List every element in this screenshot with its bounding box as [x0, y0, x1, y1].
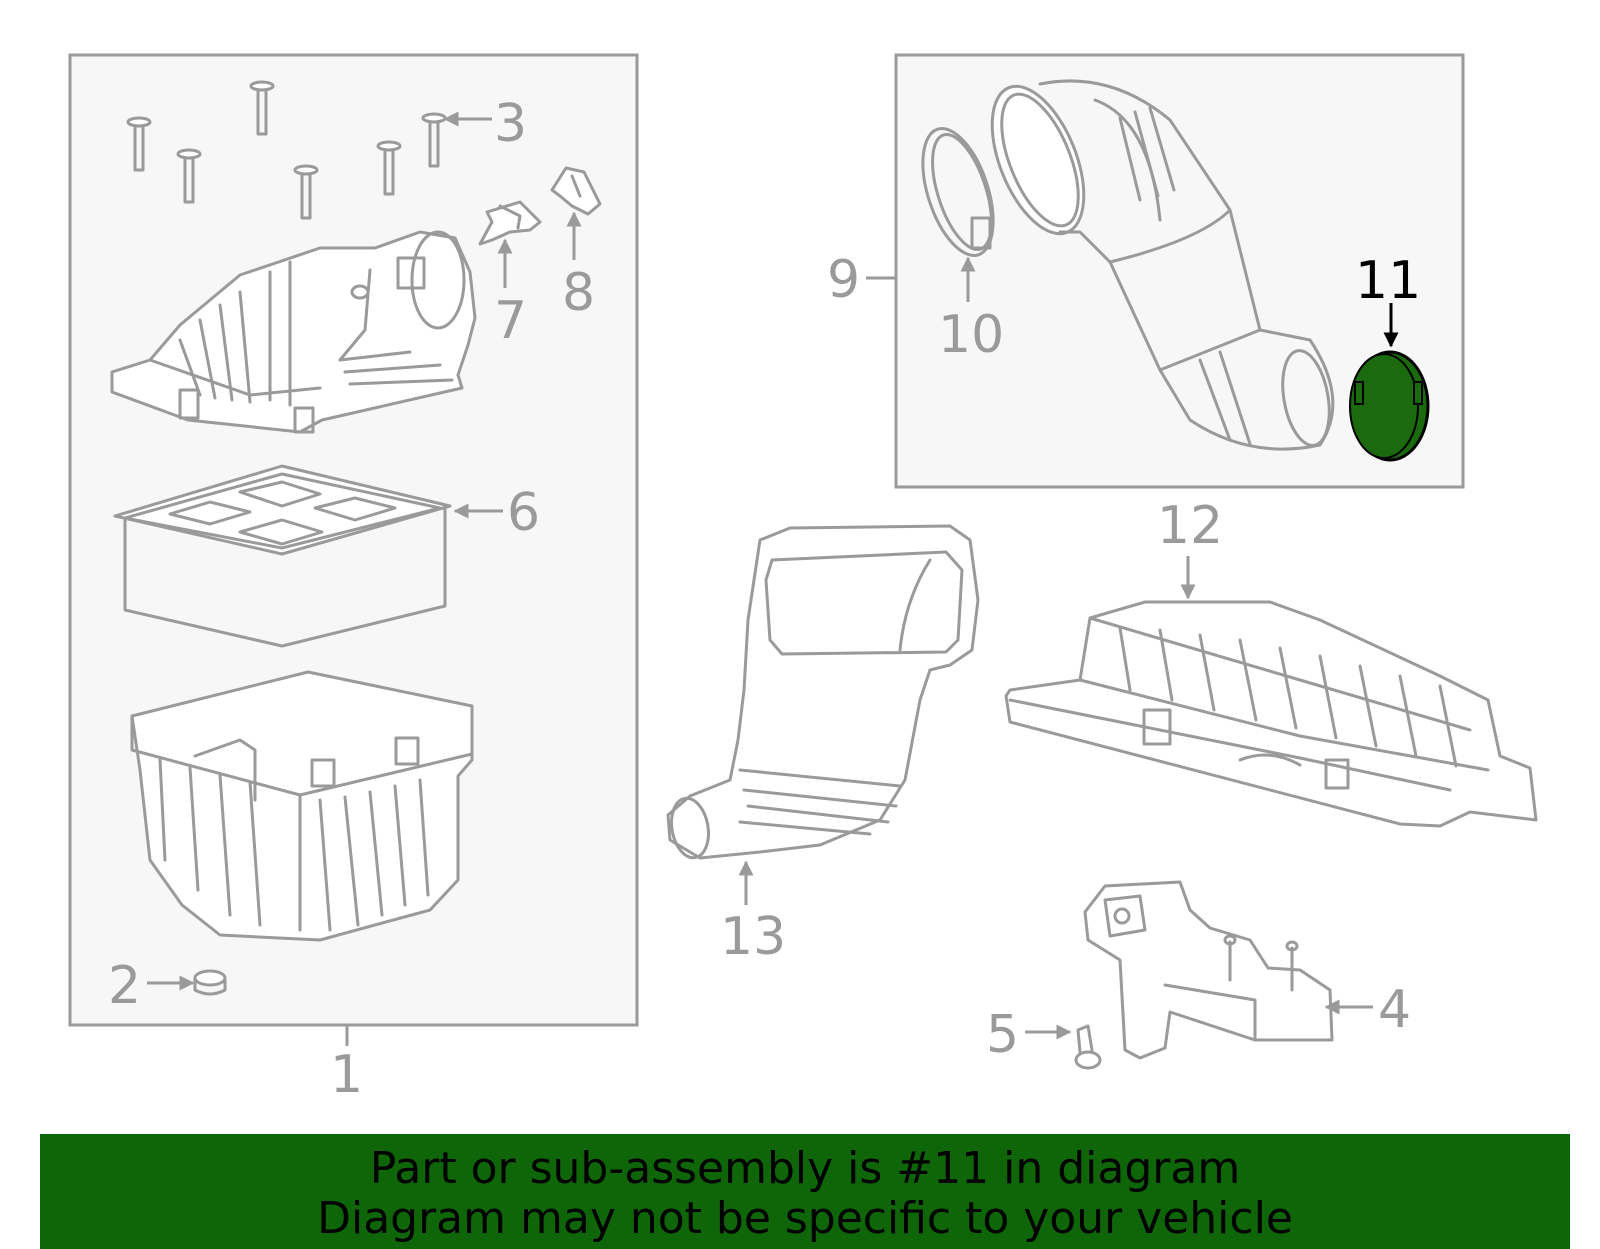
callout-3: 3: [494, 94, 527, 154]
callout-9: 9: [827, 250, 860, 310]
callout-11: 11: [1355, 251, 1421, 311]
callout-5: 5: [986, 1005, 1019, 1065]
air-cleaner-cover: [110, 230, 477, 434]
part-12-duct: [1004, 600, 1538, 828]
callout-2: 2: [108, 956, 141, 1016]
callout-10: 10: [938, 305, 1004, 365]
callout-6: 6: [507, 483, 540, 543]
part-10-clamp: [921, 127, 995, 257]
part-7-clip: [478, 200, 542, 246]
part-9-intake-hose: [990, 79, 1335, 451]
part-2-grommet: [193, 969, 227, 996]
callout-12: 12: [1157, 496, 1223, 556]
part-8-clip: [550, 166, 602, 216]
part-3-bolts: [126, 80, 447, 220]
leader-lines: [147, 111, 1399, 1046]
callout-7: 7: [494, 291, 527, 351]
banner-line-1: Part or sub-assembly is #11 in diagram: [369, 1143, 1241, 1194]
info-banner: Part or sub-assembly is #11 in diagram D…: [40, 1134, 1570, 1249]
part-6-filter: [113, 464, 452, 648]
callout-13: 13: [720, 907, 786, 967]
part-13-duct: [666, 524, 980, 860]
part-11-gasket-highlighted: [1349, 350, 1430, 462]
part-5-bolt: [1074, 1024, 1102, 1070]
banner-line-2: Diagram may not be specific to your vehi…: [317, 1193, 1293, 1244]
callout-8: 8: [562, 263, 595, 323]
air-cleaner-lower-housing: [130, 670, 474, 942]
callout-1: 1: [330, 1045, 363, 1105]
part-4-bracket: [1083, 880, 1334, 1060]
callout-4: 4: [1378, 980, 1411, 1040]
